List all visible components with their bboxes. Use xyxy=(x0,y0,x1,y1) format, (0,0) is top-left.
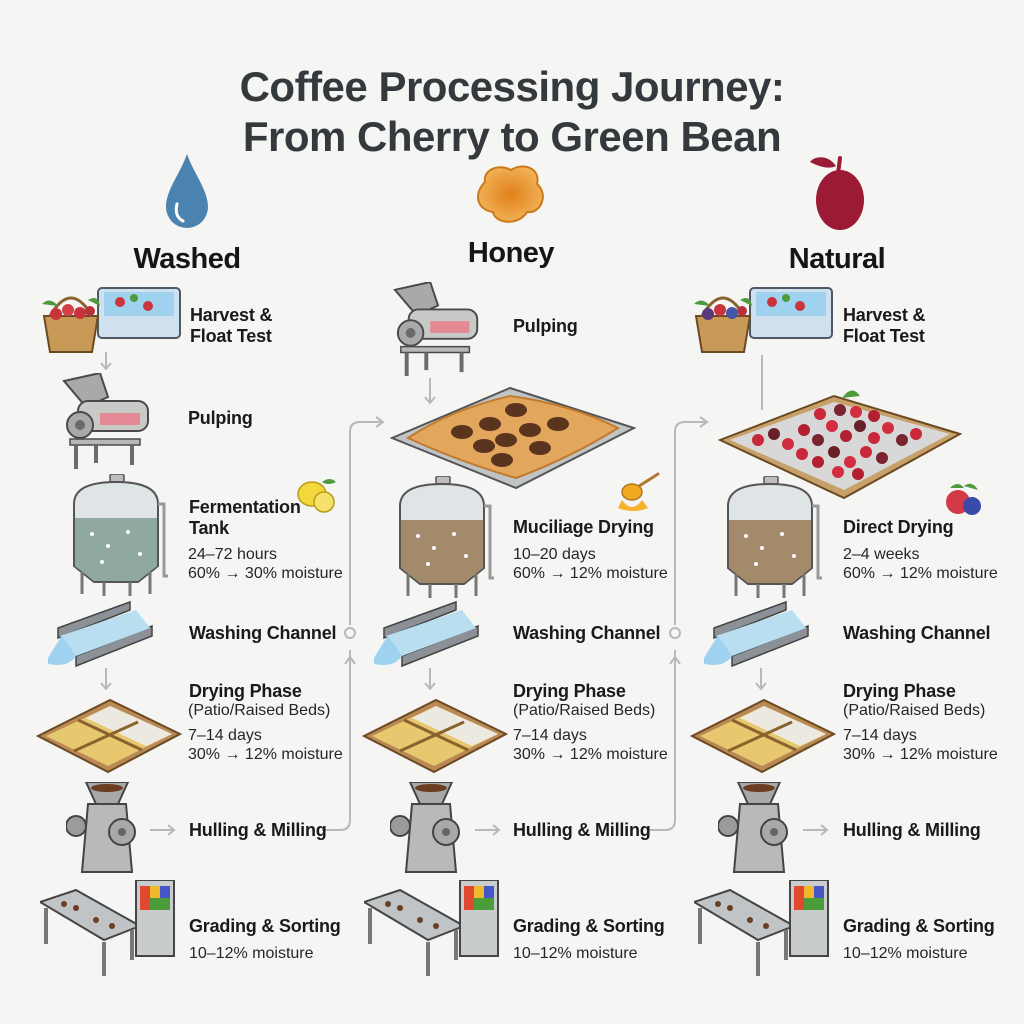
honey-dipper-icon xyxy=(618,472,660,511)
natural-direct-drying-details: 2–4 weeks 60% → 12% moisture xyxy=(843,546,998,582)
washed-step-pulping: Pulping xyxy=(188,408,253,428)
cherry-fruit-icon xyxy=(810,156,864,230)
pulping-machine-illustration xyxy=(62,373,149,469)
natural-step-washing-channel: Washing Channel xyxy=(843,623,991,643)
column-header-honey: Honey xyxy=(411,160,611,270)
honey-drying-tray-illustration xyxy=(390,386,636,490)
natural-step-grading: Grading & Sorting xyxy=(843,916,995,936)
honey-step-grading: Grading & Sorting xyxy=(513,916,665,936)
washed-step-hulling: Hulling & Milling xyxy=(189,820,327,840)
natural-drying-subtitle: (Patio/Raised Beds) xyxy=(843,702,986,719)
drying-beds-illustration xyxy=(689,698,837,774)
washing-channel-illustration xyxy=(374,600,479,668)
natural-step-direct-drying: Direct Drying xyxy=(843,517,954,537)
page-title: Coffee Processing Journey: From Cherry t… xyxy=(0,62,1024,162)
grading-sorting-station-illustration xyxy=(40,880,175,976)
lemon-icon xyxy=(297,479,336,513)
grading-sorting-station-illustration xyxy=(364,880,499,976)
honey-drying-details: 7–14 days 30% → 12% moisture xyxy=(513,727,668,763)
washed-step-washing-channel: Washing Channel xyxy=(189,623,337,643)
honey-step-hulling: Hulling & Milling xyxy=(513,820,651,840)
honey-mucilage-details: 10–20 days 60% → 12% moisture xyxy=(513,546,668,582)
fermentation-tank-illustration xyxy=(727,476,822,598)
natural-step-hulling: Hulling & Milling xyxy=(843,820,981,840)
washed-step-grading: Grading & Sorting xyxy=(189,916,341,936)
honey-grading-details: 10–12% moisture xyxy=(513,945,638,962)
title-line-1: Coffee Processing Journey: xyxy=(239,63,785,110)
grading-sorting-station-illustration xyxy=(694,880,829,976)
column-header-washed: Washed xyxy=(87,152,287,276)
honey-blob-icon xyxy=(477,165,544,223)
natural-drying-details: 7–14 days 30% → 12% moisture xyxy=(843,727,998,763)
washed-drying-subtitle: (Patio/Raised Beds) xyxy=(188,702,331,719)
honey-step-drying: Drying Phase xyxy=(513,681,626,701)
berries-icon xyxy=(946,483,981,515)
washing-channel-illustration xyxy=(48,600,153,668)
washed-step-drying: Drying Phase xyxy=(189,681,302,701)
harvest-basket-float-tank-illustration xyxy=(694,287,833,353)
washing-channel-illustration xyxy=(704,600,809,668)
pulping-machine-illustration xyxy=(393,282,479,377)
title-line-2: From Cherry to Green Bean xyxy=(242,113,782,160)
honey-step-washing-channel: Washing Channel xyxy=(513,623,661,643)
fermentation-tank-illustration xyxy=(399,476,494,598)
natural-cherry-drying-tray-illustration xyxy=(718,390,962,500)
hulling-machine-illustration xyxy=(718,782,788,873)
drying-beds-illustration xyxy=(35,698,183,774)
harvest-basket-float-tank-illustration xyxy=(42,287,181,353)
column-label-washed: Washed xyxy=(133,243,241,275)
column-label-natural: Natural xyxy=(788,243,886,275)
washed-fermentation-details: 24–72 hours 60% → 30% moisture xyxy=(188,546,343,582)
washed-drying-details: 7–14 days 30% → 12% moisture xyxy=(188,727,343,763)
fermentation-tank-illustration xyxy=(73,474,168,596)
washed-step-harvest: Harvest & Float Test xyxy=(190,305,273,346)
water-drop-icon xyxy=(166,154,208,228)
column-header-natural: Natural xyxy=(737,152,937,276)
washed-step-fermentation: Fermentation Tank xyxy=(189,497,301,538)
honey-step-mucilage-drying: Muciliage Drying xyxy=(513,517,654,537)
honey-step-pulping: Pulping xyxy=(513,316,578,336)
column-label-honey: Honey xyxy=(467,237,555,269)
hulling-machine-illustration xyxy=(390,782,460,873)
washed-grading-details: 10–12% moisture xyxy=(189,945,314,962)
natural-step-drying: Drying Phase xyxy=(843,681,956,701)
natural-step-harvest: Harvest & Float Test xyxy=(843,305,926,346)
natural-grading-details: 10–12% moisture xyxy=(843,945,968,962)
honey-drying-subtitle: (Patio/Raised Beds) xyxy=(513,702,656,719)
hulling-machine-illustration xyxy=(66,782,136,873)
drying-beds-illustration xyxy=(361,698,509,774)
